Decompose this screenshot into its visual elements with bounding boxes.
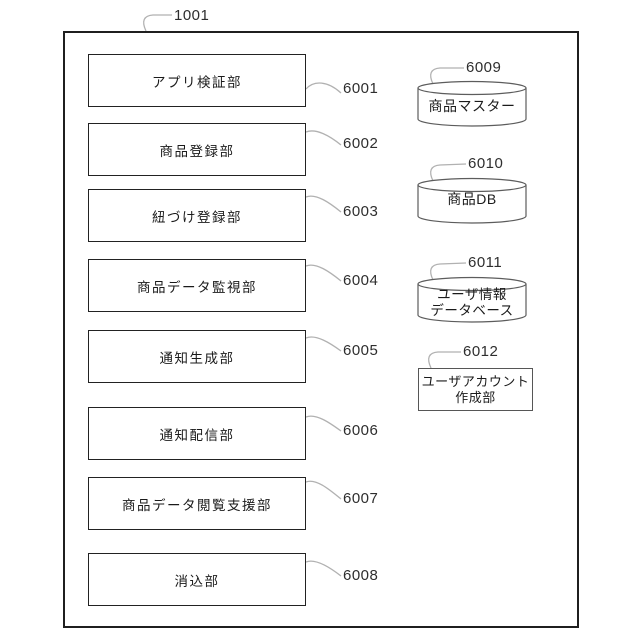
leader-line-1001: [143, 14, 172, 32]
leader-line-6001: [305, 82, 342, 94]
module-box-6002: 商品登録部: [88, 123, 306, 176]
outer-frame: [63, 31, 579, 628]
module-box-6005: 通知生成部: [88, 330, 306, 383]
ref-label-6007: 6007: [343, 490, 379, 507]
module-box-6012-line1: ユーザアカウント: [421, 374, 530, 389]
database-cylinder-6010: [417, 177, 527, 224]
leader-line-6010: [430, 163, 467, 182]
ref-label-6009: 6009: [466, 59, 502, 76]
leader-line-6008: [305, 560, 342, 577]
leader-line-6006: [305, 415, 342, 432]
module-box-6003: 紐づけ登録部: [88, 189, 306, 242]
leader-line-6011: [430, 262, 467, 281]
leader-line-6012: [428, 351, 461, 369]
leader-line-6009: [430, 67, 464, 85]
datastore-label-6011: ユーザ情報 データベース: [418, 287, 526, 318]
datastore-label-6009: 商品マスター: [428, 98, 516, 114]
leader-line-6005: [305, 336, 342, 352]
module-box-6006: 通知配信部: [88, 407, 306, 460]
leader-line-6002: [305, 130, 342, 146]
ref-label-6005: 6005: [343, 342, 379, 359]
ref-label-6002: 6002: [343, 135, 379, 152]
module-box-6001: アプリ検証部: [88, 54, 306, 107]
ref-label-6001: 6001: [343, 80, 379, 97]
module-box-6012: ユーザアカウント 作成部: [418, 368, 533, 411]
datastore-label-6011-line2: データベース: [430, 302, 514, 318]
datastore-label-6010: 商品DB: [447, 191, 497, 207]
ref-label-6012: 6012: [463, 343, 499, 360]
leader-line-6007: [305, 480, 342, 500]
module-box-6008: 消込部: [88, 553, 306, 606]
ref-label-6004: 6004: [343, 272, 379, 289]
ref-label-6008: 6008: [343, 567, 379, 584]
database-cylinder-6011: [417, 276, 527, 323]
database-cylinder-6009: [417, 80, 527, 127]
ref-label-6011: 6011: [468, 254, 503, 271]
ref-label-1001: 1001: [174, 7, 210, 24]
leader-line-6004: [305, 264, 342, 282]
datastore-label-6011-line1: ユーザ情報: [437, 287, 507, 302]
ref-label-6010: 6010: [468, 155, 504, 172]
ref-label-6003: 6003: [343, 203, 379, 220]
leader-line-6003: [305, 195, 342, 213]
module-box-6004: 商品データ監視部: [88, 259, 306, 312]
module-box-6012-line2: 作成部: [455, 389, 496, 405]
module-box-6007: 商品データ閲覧支援部: [88, 477, 306, 530]
ref-label-6006: 6006: [343, 422, 379, 439]
